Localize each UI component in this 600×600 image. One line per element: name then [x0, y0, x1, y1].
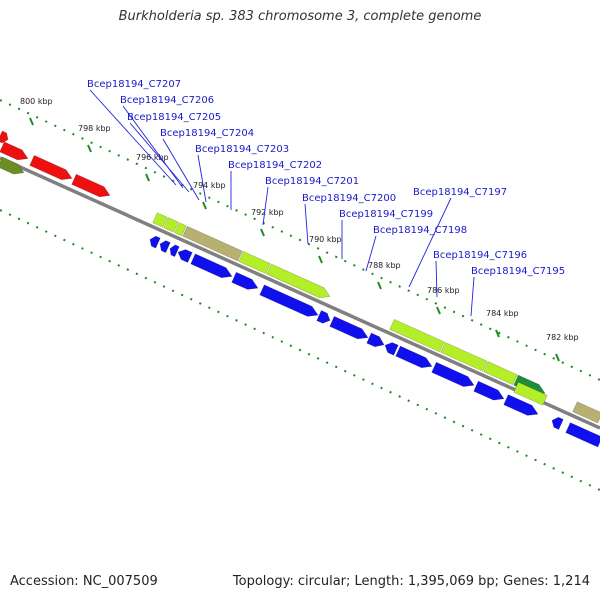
feature-minus-p [551, 416, 564, 430]
scale-tick-mark [555, 353, 560, 362]
gene-callout-line [470, 276, 475, 317]
scale-ticks: 800 kbp 798 kbp 796 kbp 794 kbp 792 kbp 790 k… [20, 97, 579, 362]
gene-label: Bcep18194_C7196 [433, 250, 527, 261]
chromosome-backbone [0, 156, 600, 430]
gene-label: Bcep18194_C7202 [228, 160, 322, 171]
gene-callout-line [408, 197, 452, 288]
gene-label: Bcep18194_C7195 [471, 266, 565, 277]
feature-cds-i [513, 381, 548, 406]
feature-red-4 [71, 173, 111, 198]
feature-cds-h [483, 361, 518, 386]
feature-red-2 [0, 141, 29, 161]
gene-label: Bcep18194_C7205 [127, 112, 221, 123]
scale-tick-mark [87, 144, 92, 153]
scale-tick-mark [377, 281, 382, 290]
feature-minus-b [159, 240, 171, 254]
gene-label: Bcep18194_C7197 [413, 187, 507, 198]
feature-minus-q [565, 422, 600, 448]
feature-track [0, 130, 600, 448]
gene-label: Bcep18194_C7207 [87, 79, 181, 90]
accession-label: Accession: NC_007509 [10, 574, 158, 589]
feature-minus-h [316, 310, 331, 324]
feature-minus-n [473, 380, 505, 401]
gene-label: Bcep18194_C7203 [195, 144, 289, 155]
map-title: Burkholderia sp. 383 chromosome 3, compl… [118, 9, 482, 24]
genome-stats-label: Topology: circular; Length: 1,395,069 bp… [232, 574, 590, 589]
scale-tick-label: 796 kbp [136, 153, 169, 162]
feature-cds-a [152, 212, 168, 228]
feature-olive-1 [0, 156, 25, 175]
feature-minus-m [431, 361, 475, 387]
scale-tick-mark [436, 306, 441, 315]
scale-tick-mark [29, 117, 34, 126]
feature-minus-f [231, 271, 259, 290]
feature-cds-b [163, 217, 179, 233]
feature-minus-c [169, 244, 180, 258]
feature-cds-f [389, 318, 445, 353]
outer-tick-ring [0, 99, 600, 381]
feature-minus-g [259, 284, 319, 317]
feature-gene-b [572, 401, 600, 424]
feature-cds-g [440, 341, 488, 372]
gene-callouts: Bcep18194_C7207Bcep18194_C7206Bcep18194_… [87, 79, 565, 317]
gene-callout-line [162, 138, 200, 201]
feature-minus-j [366, 332, 385, 348]
scale-tick-mark [260, 228, 265, 237]
scale-tick-label: 786 kbp [427, 286, 460, 295]
gene-label: Bcep18194_C7206 [120, 95, 214, 106]
gene-callout-line [129, 122, 190, 193]
gene-label: Bcep18194_C7201 [265, 176, 359, 187]
gene-callout-line [365, 235, 377, 272]
feature-minus-k [384, 342, 399, 356]
gene-callout-line [89, 89, 177, 186]
feature-minus-o [503, 394, 539, 416]
scale-tick-label: 792 kbp [251, 208, 284, 217]
scale-tick-mark [145, 173, 150, 182]
scale-tick-label: 784 kbp [486, 309, 519, 318]
feature-cds-c [174, 222, 187, 237]
scale-tick-label: 790 kbp [309, 235, 342, 244]
feature-minus-i [329, 315, 369, 340]
gene-callout-line [435, 260, 438, 298]
inner-tick-ring [0, 209, 600, 491]
feature-red-1 [0, 130, 9, 144]
feature-gene-a [182, 225, 243, 262]
scale-tick-mark [495, 329, 500, 338]
scale-tick-label: 800 kbp [20, 97, 53, 106]
gene-label: Bcep18194_C7204 [160, 128, 254, 139]
feature-red-3 [29, 154, 73, 181]
gene-callout-line [304, 203, 309, 245]
feature-minus-a [149, 235, 161, 249]
scale-tick-label: 798 kbp [78, 124, 111, 133]
gene-label: Bcep18194_C7198 [373, 225, 467, 236]
scale-tick-label: 788 kbp [368, 261, 401, 270]
feature-cds-e [266, 263, 331, 299]
scale-tick-mark [318, 255, 323, 264]
feature-cds-d [238, 251, 271, 275]
gene-callout-line [197, 154, 207, 203]
gene-callout-line [122, 105, 184, 189]
scale-tick-mark [202, 201, 207, 210]
gene-label: Bcep18194_C7200 [302, 193, 396, 204]
feature-minus-l [395, 345, 433, 369]
scale-tick-label: 794 kbp [193, 181, 226, 190]
scale-tick-label: 782 kbp [546, 333, 579, 342]
gene-label: Bcep18194_C7199 [339, 209, 433, 220]
feature-minus-e [190, 253, 233, 279]
feature-minus-d [177, 249, 193, 263]
gene-callout-line [262, 186, 269, 226]
